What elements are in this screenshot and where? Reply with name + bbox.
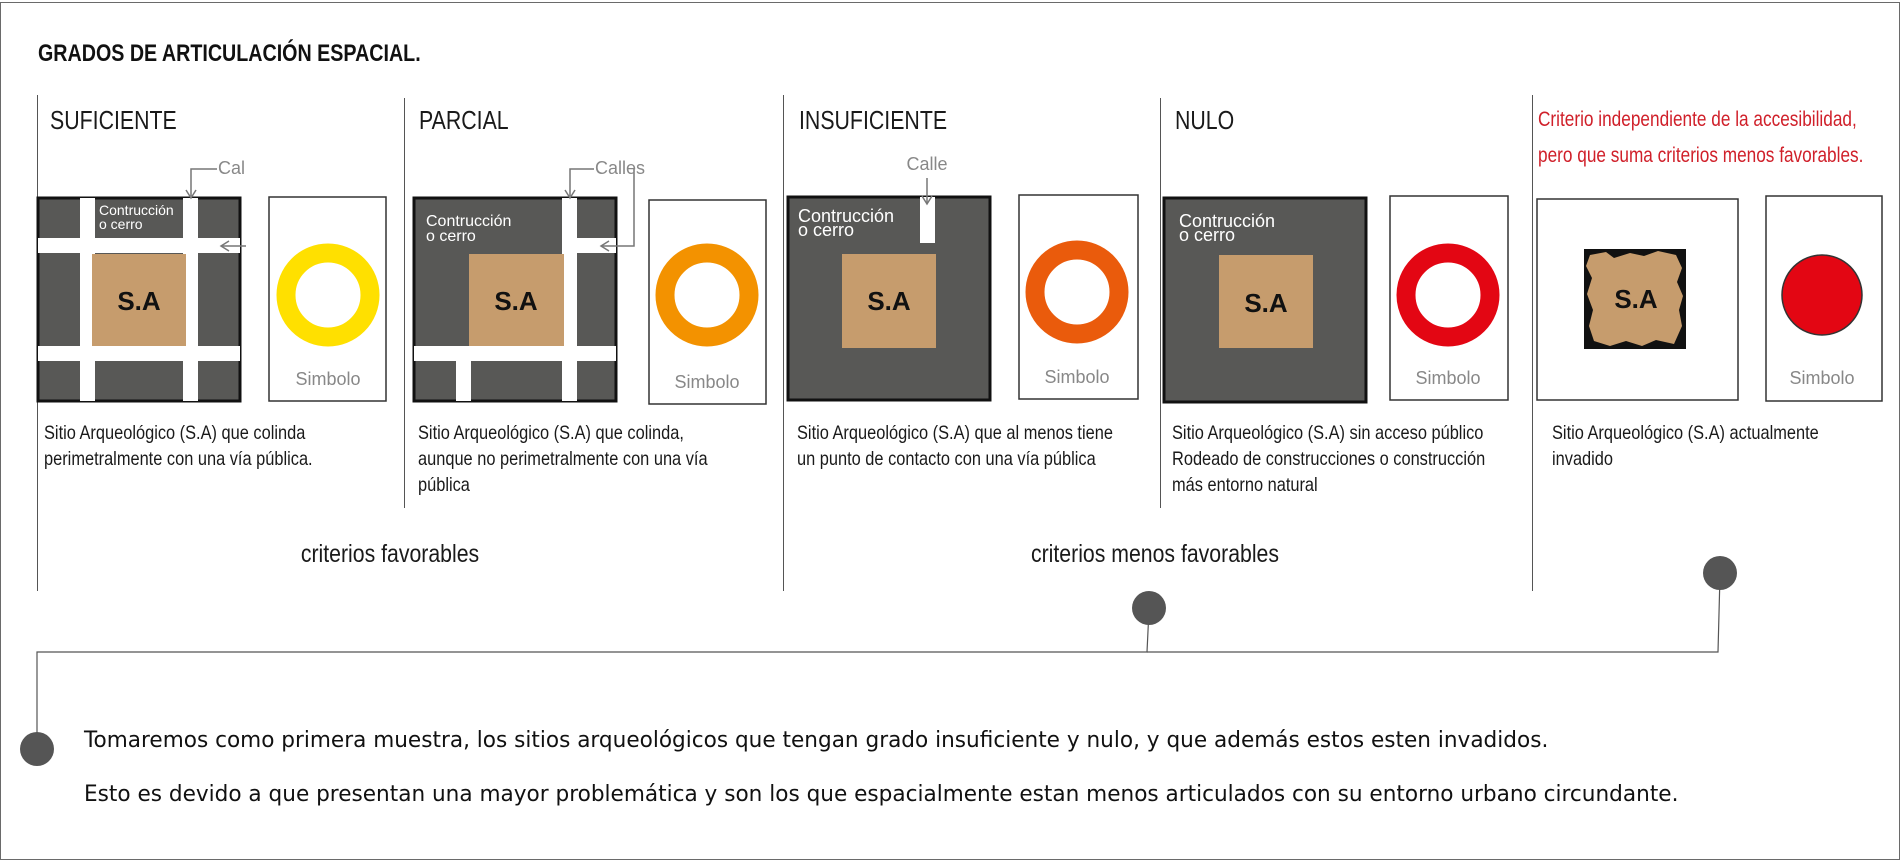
calles-label: Calles: [595, 158, 645, 178]
desc-parcial: Sitio Arqueológico (S.A) que colinda, au…: [418, 420, 778, 498]
ring-symbol: [655, 243, 759, 347]
desc-line: aunque no perimetralmente con una vía: [418, 448, 708, 470]
site-label: S.A: [117, 286, 161, 316]
connector-dot-conclusion: [20, 732, 54, 766]
desc-insuficiente: Sitio Arqueológico (S.A) que al menos ti…: [797, 420, 1157, 472]
connector-insuficiente: [36, 609, 1150, 750]
connector-dot-menos-favorables: [1132, 591, 1166, 625]
arrow-head: [564, 189, 576, 200]
category-parcial: PARCIAL: [419, 105, 509, 135]
divider-insuficiente-nulo: [1160, 98, 1161, 508]
symbol-label: Simbolo: [674, 372, 739, 392]
site-label: S.A: [494, 286, 538, 316]
nulo-symbol-card: Simbolo: [1389, 195, 1509, 401]
calle-label: Calle: [906, 154, 947, 174]
site-label: S.A: [1244, 288, 1288, 318]
invadido-symbol-card: Simbolo: [1765, 195, 1883, 402]
insuficiente-symbol-card: Simbolo: [1018, 194, 1139, 400]
ring-symbol: [276, 243, 380, 347]
symbol-label: Simbolo: [1044, 367, 1109, 387]
calles-leader-2: [222, 245, 246, 247]
suficiente-symbol-card: Simbolo: [268, 196, 387, 402]
construction-label-2: o cerro: [798, 220, 854, 240]
construction-label: Contrucción: [426, 213, 511, 230]
site-label: S.A: [867, 286, 911, 316]
street-horizontal-top: [562, 238, 616, 253]
solid-symbol: [1781, 254, 1863, 336]
construction-label-2: o cerro: [426, 228, 476, 245]
site-block: [469, 254, 564, 346]
symbol-label: Simbolo: [1789, 368, 1854, 388]
connector-dot-invadido: [1703, 556, 1737, 590]
arrow-head: [921, 195, 933, 206]
category-suficiente: SUFICIENTE: [50, 105, 177, 135]
desc-line: invadido: [1552, 448, 1614, 470]
desc-line: Sitio Arqueológico (S.A) que colinda: [44, 422, 306, 444]
desc-invadido: Sitio Arqueológico (S.A) actualmente inv…: [1552, 420, 1892, 472]
site-block-invaded: [1586, 251, 1683, 346]
category-insuficiente: INSUFICIENTE: [799, 105, 948, 135]
insuficiente-diagram: S.A Contrucción o cerro Calle: [786, 154, 992, 402]
desc-line: Sitio Arqueológico (S.A) sin acceso públ…: [1172, 422, 1484, 444]
arrow-head-2: [599, 240, 610, 252]
conclusion-line-1: Tomaremos como primera muestra, los siti…: [84, 727, 1549, 753]
ring-symbol: [1396, 243, 1500, 347]
street-access: [920, 197, 935, 243]
desc-line: un punto de contacto con una vía pública: [797, 448, 1096, 470]
desc-line: más entorno natural: [1172, 474, 1318, 496]
desc-line: perimetralmente con una vía pública.: [44, 448, 313, 470]
site-label: S.A: [1614, 284, 1658, 314]
site-block: [842, 254, 936, 348]
conclusion-line-2: Esto es devido a que presentan una mayor…: [84, 781, 1679, 807]
symbol-label: Simbolo: [295, 369, 360, 389]
calles-leader: [190, 168, 217, 196]
divider-invadido: [1532, 95, 1533, 591]
construction-label-2: o cerro: [1179, 225, 1235, 245]
connector-invadido: [1147, 574, 1721, 653]
ring-symbol: [1025, 240, 1129, 344]
desc-line: pública: [418, 474, 470, 496]
site-block: [92, 254, 186, 346]
arrow-head: [185, 189, 197, 200]
symbol-label: Simbolo: [1415, 368, 1480, 388]
divider-group: [783, 95, 784, 591]
desc-nulo: Sitio Arqueológico (S.A) sin acceso públ…: [1172, 420, 1532, 498]
red-note-line-1: Criterio independiente de la accesibilid…: [1538, 108, 1857, 131]
calles-label: Calles: [218, 158, 246, 178]
construction-label-2: o cerro: [99, 216, 143, 232]
parcial-symbol-card: Simbolo: [648, 199, 767, 405]
construction-label: Contrucción: [798, 206, 894, 226]
invadido-diagram: S.A: [1536, 198, 1739, 401]
group-label-less-favorable: criterios menos favorables: [1030, 540, 1280, 568]
nulo-diagram: S.A Contrucción o cerro: [1162, 196, 1368, 404]
desc-line: Rodeado de construcciones o construcción: [1172, 448, 1486, 470]
red-note: Criterio independiente de la accesibilid…: [1538, 102, 1863, 174]
desc-line: Sitio Arqueológico (S.A) actualmente: [1552, 422, 1819, 444]
construction-label: Contrucción: [99, 202, 174, 218]
calles-leader-2: [602, 169, 635, 247]
figure-title: GRADOS DE ARTICULACIÓN ESPACIAL.: [38, 40, 421, 67]
site-block: [1219, 255, 1313, 348]
parcial-diagram: S.A Contrucción o cerro Calles: [412, 158, 645, 403]
group-label-favorable: criterios favorables: [300, 540, 480, 568]
desc-line: Sitio Arqueológico (S.A) que al menos ti…: [797, 422, 1113, 444]
construction-label: Contrucción: [1179, 211, 1275, 231]
street-vertical-left: [456, 346, 471, 401]
street-vertical-right: [183, 198, 198, 401]
suficiente-diagram: S.A Contrucción o cerro Calles: [36, 158, 246, 403]
category-nulo: NULO: [1175, 105, 1235, 135]
street-vertical-left: [80, 198, 95, 401]
desc-line: Sitio Arqueológico (S.A) que colinda,: [418, 422, 684, 444]
desc-suficiente: Sitio Arqueológico (S.A) que colinda per…: [44, 420, 384, 472]
arrow-head-2: [219, 240, 230, 252]
divider-suficiente-parcial: [404, 98, 405, 508]
calles-leader: [569, 168, 594, 196]
red-note-line-2: pero que suma criterios menos favorables…: [1538, 144, 1864, 167]
